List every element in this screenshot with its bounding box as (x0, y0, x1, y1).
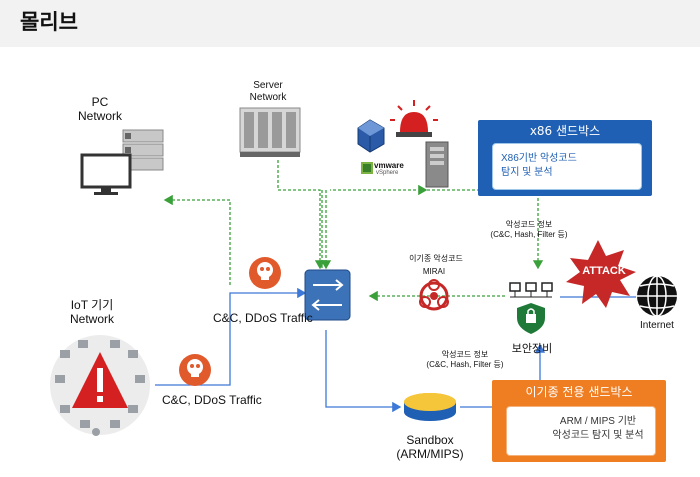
hetero-malware-label: 이기종 악성코드 (409, 254, 463, 263)
skull-icon (179, 354, 211, 386)
alarm-siren-icon (390, 100, 438, 137)
iot-network-label: IoT 기기 Network (69, 298, 114, 326)
x86-sandbox-title: x86 샌드박스 (529, 124, 601, 138)
server-rack-icon (239, 107, 301, 157)
dedicated-sandbox-card: ARM / MIPS 기반 악성코드 탐지 및 분석 (506, 406, 656, 456)
attack-burst-icon (566, 240, 636, 308)
cnc-traffic-label-bottom: C&C, DDoS Traffic (162, 393, 262, 407)
dedicated-sandbox-title: 이기종 전용 샌드박스 (525, 385, 633, 399)
x86-sandbox-body: X86기반 악성코드 탐지 및 분석 (501, 153, 577, 178)
virtualbox-icon (357, 119, 385, 153)
server-network-label: Server Network (249, 80, 287, 103)
sandbox-label: Sandbox (ARM/MIPS) (396, 433, 464, 461)
x86-sandbox-card: X86기반 악성코드 탐지 및 분석 (492, 143, 642, 190)
cnc-traffic-label-top: C&C, DDoS Traffic (213, 311, 313, 325)
security-device-icon (509, 282, 553, 334)
header-bar: 몰리브 (0, 0, 700, 47)
malware-info-label-top: 악성코드 정보 (C&C, Hash, Filter 등) (490, 220, 568, 239)
dedicated-sandbox-body: ARM / MIPS 기반 악성코드 탐지 및 분석 (552, 416, 644, 441)
globe-icon (637, 275, 677, 317)
malware-info-label-bottom: 악성코드 정보 (C&C, Hash, Filter 등) (426, 350, 504, 369)
skull-icon (249, 257, 281, 289)
internet-label: Internet (640, 320, 674, 331)
vmware-logo-icon (361, 162, 373, 174)
sandbox-device-icon (404, 393, 456, 421)
biohazard-icon (419, 279, 449, 311)
attack-label: ATTACK (582, 265, 626, 277)
vsphere-label: vSphere (376, 170, 399, 176)
pc-network-icon (80, 129, 164, 195)
mirai-label: MIRAI (422, 267, 446, 276)
pc-network-label: PC Network (77, 95, 122, 123)
router-icon (304, 269, 351, 321)
iot-devices-icon (50, 335, 150, 436)
vmware-label: vmware (374, 161, 404, 170)
security-device-label: 보안장비 (511, 343, 553, 355)
page-title: 몰리브 (20, 10, 78, 34)
tower-server-icon (425, 141, 449, 188)
